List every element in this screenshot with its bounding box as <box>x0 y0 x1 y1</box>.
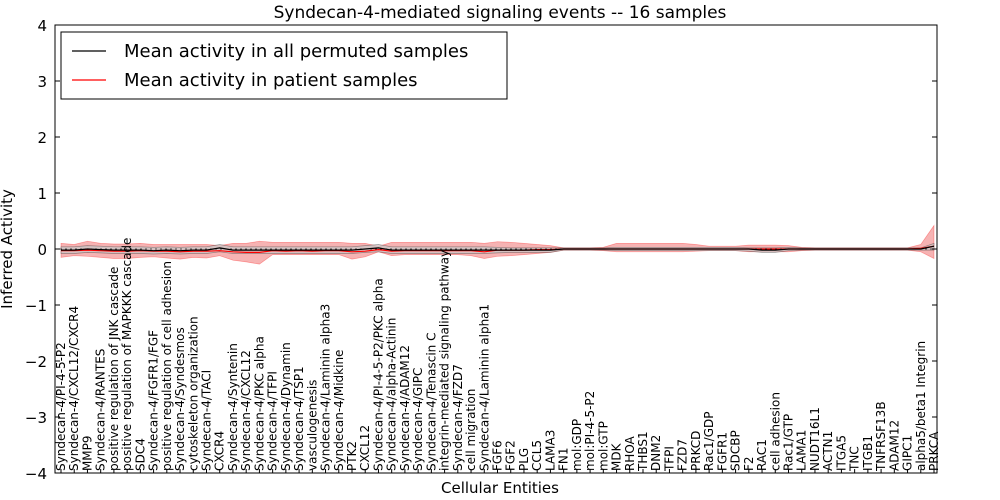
x-tick-label: FGF2 <box>504 440 518 471</box>
x-tick-label: mol:PI-4-5-P2 <box>583 391 597 471</box>
x-tick-label: PTK2 <box>345 441 359 471</box>
x-tick-label: positive regulation of cell adhesion <box>160 261 174 471</box>
x-tick-label: PRKCA <box>927 431 941 471</box>
x-tick-label: CCL5 <box>530 440 544 471</box>
x-tick-label: Syndecan-4/TFPI <box>266 371 280 471</box>
x-tick-label: Syndecan-4/GIPC <box>411 368 425 471</box>
x-tick-label: Syndecan-4/CXCL12/CXCR4 <box>67 306 81 471</box>
x-tick-label: Syndecan-4/Syntenin <box>226 343 240 471</box>
x-tick-label: cell migration <box>464 389 478 471</box>
x-tick-label: PRKCD <box>689 431 703 471</box>
x-tick-label: mol:GTP <box>596 421 610 471</box>
x-tick-label: mol:GDP <box>570 419 584 471</box>
x-tick-label: Syndecan-4/Dynamin <box>279 342 293 471</box>
x-tick-label: Syndecan-4/ADAM12 <box>398 345 412 471</box>
x-tick-label: CXCR4 <box>213 431 227 471</box>
y-tick-label: 3 <box>37 73 47 91</box>
y-tick-label: −2 <box>25 353 47 371</box>
y-axis: −4 −3 −2 −1 0 1 2 3 4 <box>25 17 937 483</box>
x-tick-label: alpha5/beta1 Integrin <box>914 341 928 471</box>
x-tick-label: CXCL12 <box>358 425 372 471</box>
legend: Mean activity in all permuted samples Me… <box>60 31 508 100</box>
x-tick-label: RHOA <box>623 435 637 471</box>
x-tick-label: FGFR1 <box>715 432 729 471</box>
x-tick-label: LAMA3 <box>543 430 557 471</box>
y-tick-label: 1 <box>37 185 47 203</box>
series-line-permuted <box>61 245 935 252</box>
x-tick-label: Syndecan-4/Laminin alpha3 <box>319 304 333 471</box>
x-tick-label: Syndecan-4/CXCL12 <box>239 350 253 471</box>
x-tick-label: THBS1 <box>636 431 650 472</box>
x-tick-label: Syndecan-4/Syndesmos <box>173 327 187 471</box>
x-tick-label: FZD7 <box>676 439 690 471</box>
band-patient <box>60 224 935 265</box>
legend-label-patient: Mean activity in patient samples <box>124 70 418 91</box>
x-tick-label: Syndecan-4/PI-4-5-P2 <box>54 342 68 471</box>
x-tick-label: ITGA5 <box>834 435 848 471</box>
x-tick-label: positive regulation of JNK cascade <box>107 267 121 471</box>
y-tick-label: 0 <box>37 241 47 259</box>
x-axis-label: Cellular Entities <box>441 479 559 497</box>
x-tick-label: PLG <box>517 448 531 471</box>
x-tick-label: Syndecan-4/FGFR1/FGF <box>147 330 161 471</box>
x-tick-label: GIPC1 <box>901 435 915 471</box>
x-tick-label: Syndecan-4/Midkine <box>332 350 346 471</box>
x-tick-label: Syndecan-4/Tenascin C <box>424 333 438 472</box>
x-tick-label: ACTN1 <box>821 431 835 471</box>
x-tick-label: SDC4 <box>133 438 147 471</box>
x-tick-label: F2 <box>742 456 756 471</box>
x-tick-label: MMP9 <box>81 435 95 471</box>
legend-label-permuted: Mean activity in all permuted samples <box>124 41 468 62</box>
x-tick-label: NUDT16L1 <box>808 407 822 471</box>
x-tick-label: cell adhesion <box>768 392 782 471</box>
legend-box <box>60 31 508 100</box>
x-tick-label: FGF6 <box>491 440 505 471</box>
x-tick-label: Syndecan-4/alpha-Actinin <box>385 318 399 471</box>
y-tick-label: −3 <box>25 409 47 427</box>
x-tick-label: FN1 <box>557 447 571 471</box>
x-tick-label: Syndecan-4/Laminin alpha1 <box>477 304 491 471</box>
x-tick-label: TFPI <box>663 446 677 472</box>
x-tick-label: ADAM12 <box>887 420 901 471</box>
chart-title: Syndecan-4-mediated signaling events -- … <box>274 3 727 23</box>
x-tick-label: Rac1/GTP <box>782 414 796 471</box>
x-tick-label: Rac1/GDP <box>702 411 716 470</box>
x-tick-label: LAMA1 <box>795 430 809 471</box>
y-tick-label: −1 <box>25 297 47 315</box>
y-tick-label: −4 <box>25 465 47 483</box>
y-axis-label: Inferred Activity <box>0 189 16 309</box>
y-tick-label: 2 <box>37 129 47 147</box>
x-tick-label: RAC1 <box>755 439 769 471</box>
x-tick-label: Syndecan-4/PI-4-5-P2/PKC alpha <box>372 278 386 471</box>
x-tick-label: TNFRSF13B <box>874 401 888 472</box>
x-tick-label: vasculogenesis <box>305 380 319 471</box>
x-tick-label: Syndecan-4/FZD7 <box>451 364 465 471</box>
x-tick-label: Syndecan-4/TSP1 <box>292 366 306 471</box>
x-tick-label: DNM2 <box>649 435 663 471</box>
x-tick-label: cytoskeleton organization <box>186 316 200 471</box>
x-tick-label: MDK <box>610 442 624 471</box>
x-tick-label: SDCBP <box>729 430 743 471</box>
x-tick-label: Syndecan-4/RANTES <box>94 349 108 471</box>
x-tick-label: ITGB1 <box>861 435 875 471</box>
x-tick-label: integrin-mediated signaling pathway <box>438 250 452 471</box>
y-tick-label: 4 <box>37 17 47 35</box>
x-tick-label: Syndecan-4/TACI <box>200 370 214 471</box>
x-tick-label: TNC <box>848 446 862 472</box>
x-tick-label: positive regulation of MAPKKK cascade <box>120 238 134 471</box>
x-tick-label: Syndecan-4/PKC alpha <box>252 336 266 471</box>
